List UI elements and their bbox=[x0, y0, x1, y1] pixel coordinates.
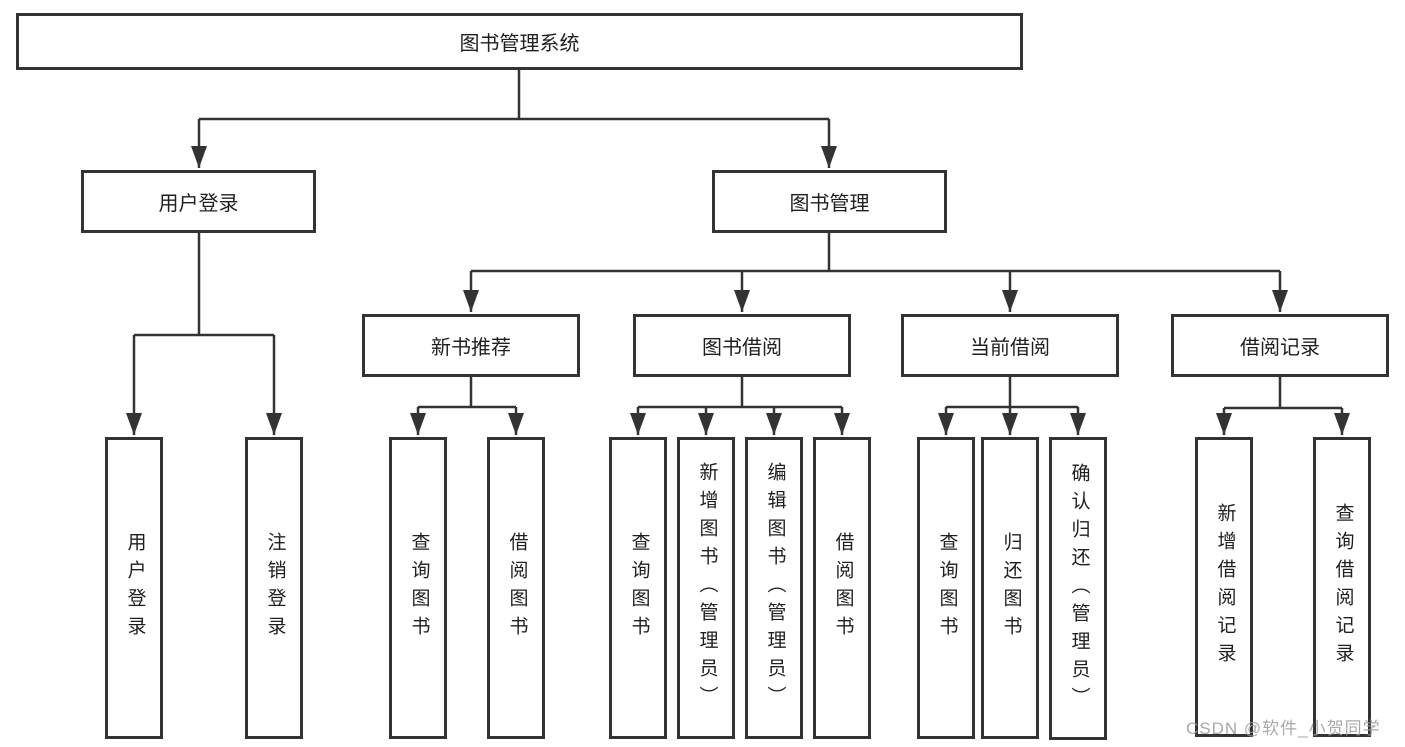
node-new-book-recommend-label: 新书推荐 bbox=[431, 337, 511, 359]
leaf-query-books-recommend-label: 查询图书 bbox=[408, 532, 430, 644]
leaf-return-book: 归还图书 bbox=[981, 437, 1039, 739]
node-user-login-label: 用户登录 bbox=[158, 193, 239, 215]
leaf-confirm-return-admin: 确认归还（管理员） bbox=[1049, 437, 1107, 740]
leaf-query-borrow-record: 查询借阅记录 bbox=[1313, 437, 1371, 737]
node-book-borrowing: 图书借阅 bbox=[633, 314, 851, 377]
leaf-edit-book-admin-label: 编辑图书（管理员） bbox=[764, 462, 786, 714]
node-book-management: 图书管理 bbox=[712, 170, 947, 233]
node-root: 图书管理系统 bbox=[16, 13, 1023, 70]
node-book-borrowing-label: 图书借阅 bbox=[702, 337, 782, 359]
leaf-query-borrow-record-label: 查询借阅记录 bbox=[1332, 503, 1354, 671]
leaf-return-book-label: 归还图书 bbox=[1000, 532, 1022, 644]
node-user-login: 用户登录 bbox=[81, 170, 316, 233]
node-borrowing-records-label: 借阅记录 bbox=[1240, 337, 1320, 359]
leaf-logout-label: 注销登录 bbox=[264, 532, 286, 644]
node-current-borrowing-label: 当前借阅 bbox=[970, 337, 1050, 359]
leaf-logout: 注销登录 bbox=[245, 437, 303, 739]
leaf-add-borrow-record-label: 新增借阅记录 bbox=[1214, 503, 1236, 671]
leaf-edit-book-admin: 编辑图书（管理员） bbox=[745, 437, 803, 739]
leaf-user-login-label: 用户登录 bbox=[124, 532, 146, 644]
leaf-query-books-current-label: 查询图书 bbox=[936, 532, 958, 644]
node-borrowing-records: 借阅记录 bbox=[1171, 314, 1389, 377]
node-new-book-recommend: 新书推荐 bbox=[362, 314, 580, 377]
csdn-watermark: CSDN @软件_小贺同学 bbox=[1186, 719, 1381, 738]
leaf-query-books-borrowing-label: 查询图书 bbox=[628, 532, 650, 644]
node-current-borrowing: 当前借阅 bbox=[901, 314, 1119, 377]
leaf-add-borrow-record: 新增借阅记录 bbox=[1195, 437, 1253, 737]
leaf-borrow-books-borrowing: 借阅图书 bbox=[813, 437, 871, 739]
leaf-borrow-books-borrowing-label: 借阅图书 bbox=[832, 532, 854, 644]
leaf-confirm-return-admin-label: 确认归还（管理员） bbox=[1068, 462, 1090, 715]
leaf-borrow-books-recommend: 借阅图书 bbox=[487, 437, 545, 739]
leaf-query-books-recommend: 查询图书 bbox=[389, 437, 447, 739]
leaf-query-books-current: 查询图书 bbox=[917, 437, 975, 739]
node-book-management-label: 图书管理 bbox=[789, 193, 870, 215]
leaf-query-books-borrowing: 查询图书 bbox=[609, 437, 667, 739]
leaf-borrow-books-recommend-label: 借阅图书 bbox=[506, 532, 528, 644]
leaf-user-login: 用户登录 bbox=[105, 437, 163, 739]
leaf-add-book-admin: 新增图书（管理员） bbox=[677, 437, 735, 739]
node-root-label: 图书管理系统 bbox=[459, 33, 580, 55]
leaf-add-book-admin-label: 新增图书（管理员） bbox=[696, 462, 718, 714]
